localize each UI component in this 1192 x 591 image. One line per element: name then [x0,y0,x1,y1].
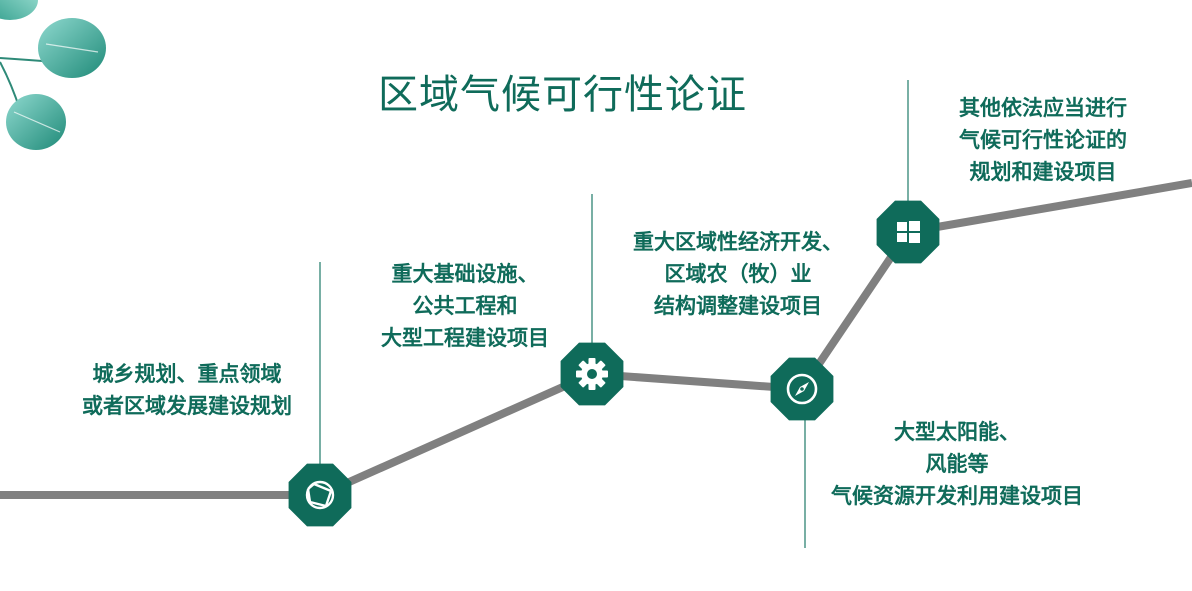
label-line: 大型太阳能、 [894,419,1020,444]
node-label-5: 其他依法应当进行 气候可行性论证的 规划和建设项目 [936,92,1150,188]
label-line: 公共工程和 [412,293,518,318]
node-window [876,200,940,264]
label-line: 气候可行性论证的 [959,127,1127,152]
compass-icon [786,373,818,405]
label-line: 大型工程建设项目 [381,325,549,350]
window-icon [897,221,920,243]
label-line: 风能等 [925,451,989,476]
label-line: 结构调整建设项目 [654,293,822,318]
label-line: 重大区域性经济开发、 [633,229,843,254]
node-shutter [288,463,352,527]
gear-icon [576,358,608,390]
label-line: 或者区域发展建设规划 [82,393,292,418]
trend-line [0,179,1192,499]
label-line: 气候资源开发利用建设项目 [831,483,1083,508]
node-compass [770,357,834,421]
node-label-1: 城乡规划、重点领域 或者区域发展建设规划 [58,358,316,422]
label-line: 区域农（牧）业 [664,261,812,286]
label-line: 规划和建设项目 [969,159,1117,184]
camera-shutter-icon [305,480,335,510]
label-line: 其他依法应当进行 [959,95,1127,120]
leaf-decoration-icon [0,0,106,150]
label-line: 城乡规划、重点领域 [92,361,282,386]
node-label-2: 重大基础设施、 公共工程和 大型工程建设项目 [358,258,572,354]
label-line: 重大基础设施、 [391,261,539,286]
node-label-4: 大型太阳能、 风能等 气候资源开发利用建设项目 [806,416,1108,512]
node-gear [560,342,624,406]
node-label-3: 重大区域性经济开发、 区域农（牧）业 结构调整建设项目 [618,226,858,322]
page-title: 区域气候可行性论证 [378,72,747,118]
